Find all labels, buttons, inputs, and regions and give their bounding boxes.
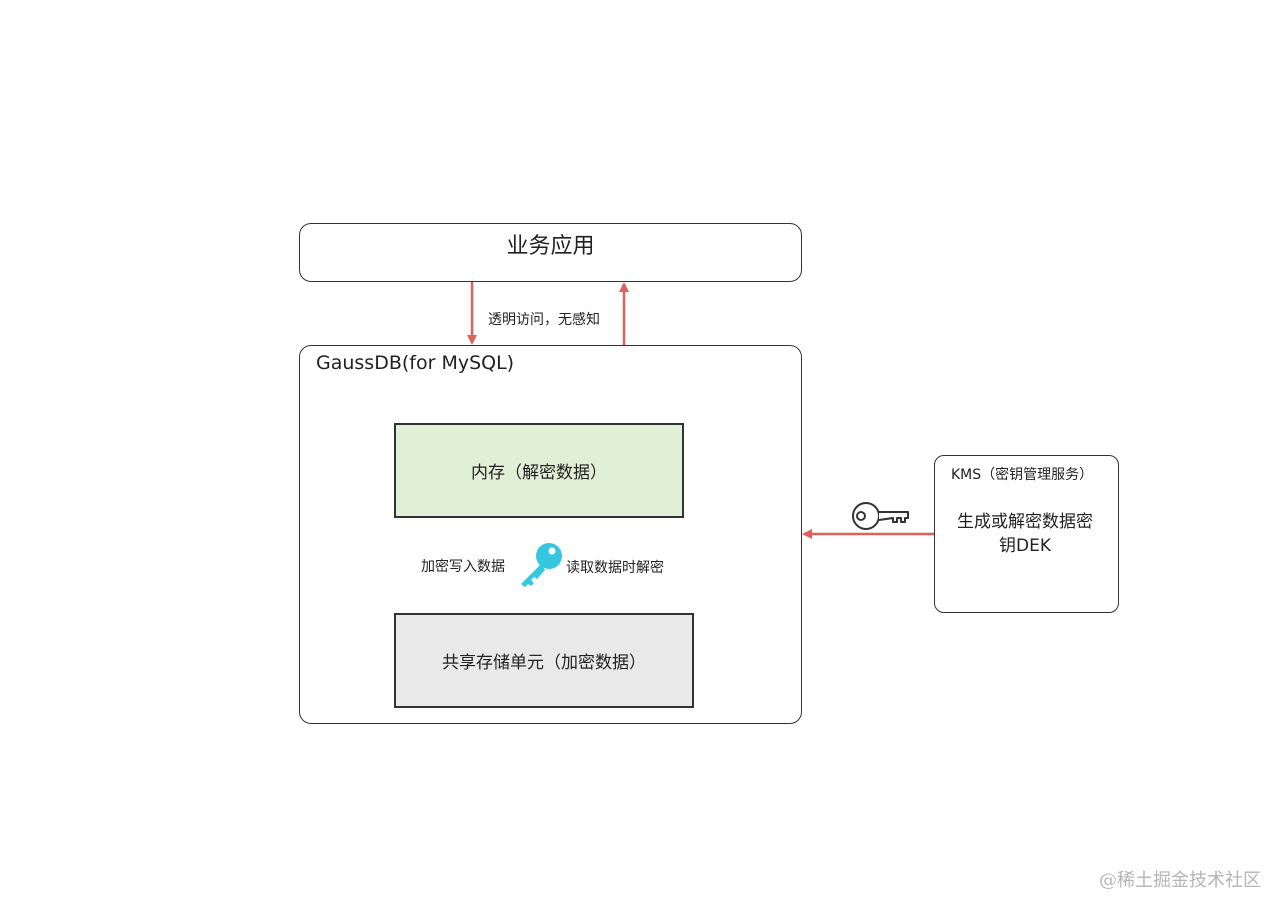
app-db-edge-label: 透明访问，无感知 (488, 312, 600, 328)
key-icon (521, 543, 562, 587)
memory-label: 内存（解密数据） (471, 463, 607, 483)
memory-box: 内存（解密数据） (394, 423, 684, 518)
decrypt-read-label: 读取数据时解密 (566, 560, 664, 576)
gaussdb-title: GaussDB(for MySQL) (316, 352, 515, 374)
business-app-box: 业务应用 (299, 223, 802, 282)
kms-description: 生成或解密数据密钥DEK (957, 512, 1093, 556)
encrypt-write-label: 加密写入数据 (421, 559, 505, 575)
kms-box: KMS（密钥管理服务） 生成或解密数据密钥DEK (934, 455, 1119, 613)
outline-key-icon (852, 502, 909, 530)
business-app-label: 业务应用 (506, 233, 595, 259)
kms-title: KMS（密钥管理服务） (951, 467, 1094, 483)
watermark: @稀土掘金技术社区 (1099, 870, 1261, 891)
shared-storage-label: 共享存储单元（加密数据） (442, 653, 646, 673)
shared-storage-box: 共享存储单元（加密数据） (394, 613, 694, 708)
